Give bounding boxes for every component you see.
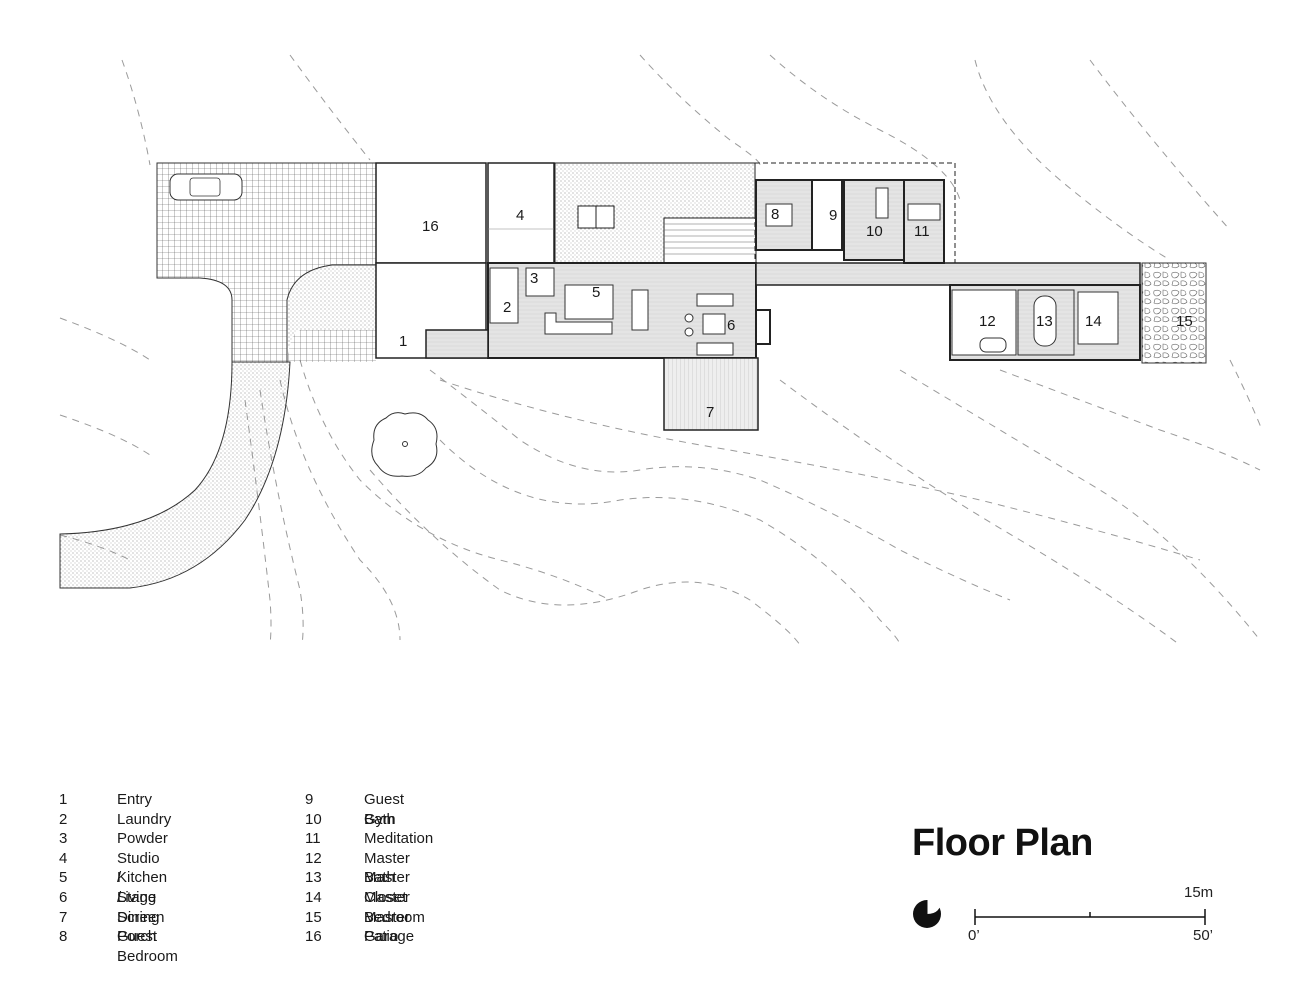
plan-label-9: 9	[829, 207, 837, 224]
legend-num: 16	[305, 928, 322, 946]
legend-num: 11	[305, 830, 321, 848]
legend-num: 10	[305, 810, 322, 828]
scale-metric-label: 15m	[1184, 884, 1214, 901]
legend-name: Screen Porch	[117, 908, 165, 946]
plan-label-4: 4	[516, 207, 524, 224]
legend-name: Master Bath	[364, 849, 410, 887]
north-arrow-icon	[913, 900, 941, 928]
legend-num: 14	[305, 889, 322, 906]
plan-label-8: 8	[771, 206, 779, 223]
legend-num: 7	[59, 908, 68, 926]
legend-num: 9	[305, 791, 314, 808]
drawing-title: Floor Plan	[912, 822, 1093, 864]
plan-label-3: 3	[530, 270, 538, 287]
legend-name: Powder	[117, 830, 168, 848]
legend-num: 2	[59, 810, 68, 828]
plan-label-11: 11	[914, 223, 930, 240]
legend-name: Laundry	[117, 810, 172, 828]
plan-label-16: 16	[422, 218, 439, 235]
legend-num: 1	[59, 791, 68, 808]
legend-num: 4	[59, 849, 68, 867]
scale-end-label: 50’	[1193, 927, 1214, 944]
driveway	[59, 265, 376, 589]
legend-name: Gym	[364, 810, 396, 828]
legend-name: Master Bedroom	[364, 889, 425, 926]
building-outline	[554, 162, 956, 265]
legend-name: Guest Bedroom	[117, 928, 178, 965]
legend-name: Master Closet	[364, 869, 410, 906]
legend-num: 12	[305, 849, 322, 867]
legend-name: Kitchen / Dining	[117, 869, 168, 926]
legend-name: Garage	[364, 928, 415, 946]
legend-num: 8	[59, 928, 68, 946]
plan-label-5: 5	[592, 284, 600, 301]
plan-label-13: 13	[1036, 313, 1053, 330]
legend-num: 13	[305, 869, 322, 887]
scale-start-label: 0’	[968, 927, 980, 944]
plan-label-10: 10	[866, 223, 883, 240]
tree-symbol	[371, 412, 438, 477]
legend-num: 5	[59, 869, 68, 887]
parking-court	[156, 162, 377, 363]
plan-label-1: 1	[399, 333, 407, 350]
plan-label-2: 2	[503, 299, 511, 316]
plan-label-14: 14	[1085, 313, 1102, 330]
house-floor	[375, 162, 1207, 431]
legend-name: Master Patio	[364, 908, 410, 946]
legend-num: 6	[59, 889, 68, 906]
plan-label-12: 12	[979, 313, 996, 330]
legend-name: Studio / Stage	[117, 849, 160, 906]
plan-label-7: 7	[706, 404, 714, 421]
plan-label-15: 15	[1176, 313, 1193, 330]
plan-label-6: 6	[727, 317, 735, 334]
legend-num: 15	[305, 908, 322, 926]
scale-bar	[974, 909, 1206, 925]
legend-name: Meditation	[364, 830, 434, 848]
room-labels: 1 2 3 4 5 6 7 8 9 10 11 12 13 14 15 16	[399, 206, 1193, 421]
legend-name: Entry	[117, 791, 153, 808]
contour-lines	[59, 54, 1263, 646]
legend-num: 3	[59, 830, 68, 848]
legend-name: Living	[117, 889, 157, 906]
legend-name: Guest Bath	[364, 791, 405, 828]
